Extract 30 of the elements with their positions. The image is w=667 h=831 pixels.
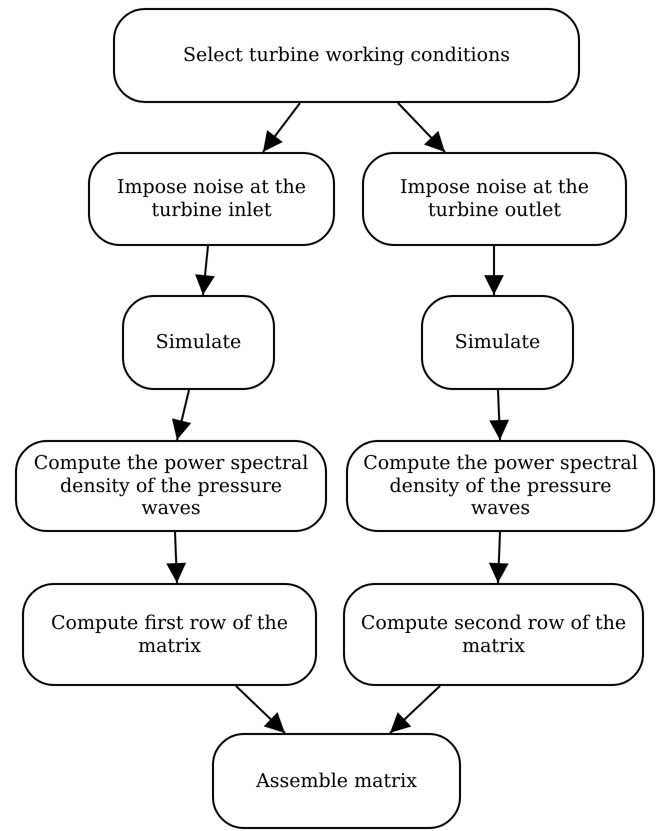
arrow xyxy=(484,246,504,295)
box-label: Select turbine working conditions xyxy=(182,44,510,67)
box-label: Compute second row of the matrix xyxy=(360,612,628,658)
arrow xyxy=(235,685,286,734)
arrow xyxy=(166,532,186,584)
arrow xyxy=(195,246,215,296)
box-label: Compute first row of the matrix xyxy=(50,612,289,658)
arrow xyxy=(389,685,441,734)
box-label: Compute the power spectral density of the pressure waves xyxy=(32,452,310,520)
process-box xyxy=(343,583,644,686)
box-label: Simulate xyxy=(156,331,242,354)
box-label: Impose noise at the turbine inlet xyxy=(116,176,308,222)
process-box xyxy=(88,152,335,246)
process-box xyxy=(15,440,327,532)
process-box xyxy=(122,295,275,390)
box-label: Assemble matrix xyxy=(256,770,417,792)
process-box xyxy=(113,8,580,103)
box-label: Compute the power spectral density of the pressure waves xyxy=(362,452,639,520)
process-box xyxy=(212,733,461,829)
process-box xyxy=(22,583,317,686)
process-box xyxy=(421,295,574,390)
box-label: Simulate xyxy=(454,331,540,354)
arrow xyxy=(262,102,301,153)
process-box xyxy=(362,152,627,246)
arrow xyxy=(488,532,509,584)
box-label: Impose noise at the turbine outlet xyxy=(398,176,590,222)
arrow xyxy=(397,102,446,153)
arrow xyxy=(172,390,192,440)
process-box xyxy=(346,440,655,532)
arrow xyxy=(489,390,510,440)
